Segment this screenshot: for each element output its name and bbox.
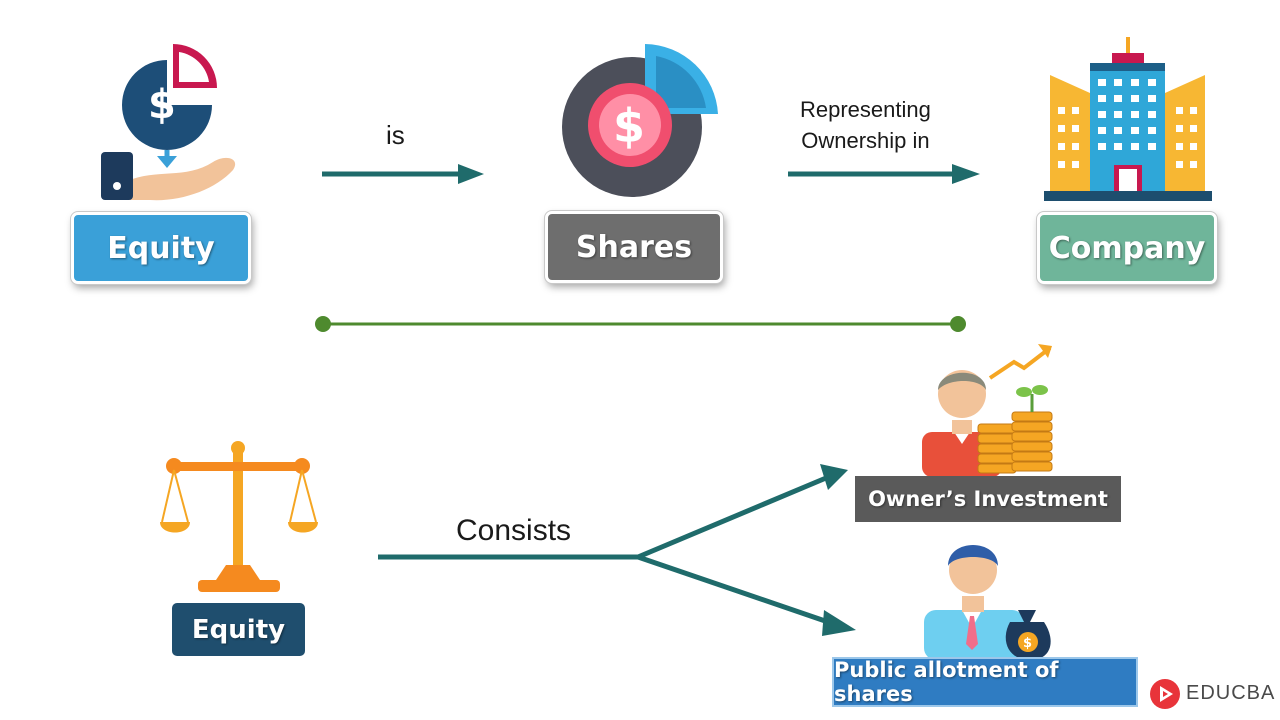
divider-line: [315, 316, 966, 332]
public-allotment-label: Public allotment of shares: [834, 658, 1059, 706]
representing-arrow: [788, 164, 980, 184]
equity-label: Equity: [107, 230, 215, 266]
svg-text:$: $: [1023, 636, 1032, 651]
educba-logo-icon: [1150, 679, 1180, 709]
bottom-equity-box: Equity: [172, 603, 305, 656]
edge-label-representing-line1: Representing: [800, 97, 931, 122]
is-arrow: [322, 164, 484, 184]
bottom-equity-label: Equity: [191, 614, 286, 645]
owners-investment-box: Owner’s Investment: [855, 476, 1121, 522]
office-building-icon: [1044, 37, 1212, 201]
shares-label: Shares: [575, 229, 693, 265]
edge-label-is: is: [386, 120, 405, 150]
svg-text:$: $: [148, 82, 176, 128]
public-allotment-box: Public allotment of shares: [832, 657, 1138, 707]
owners-investment-label: Owner’s Investment: [868, 487, 1108, 511]
edge-label-representing: Representing Ownership in: [800, 94, 931, 156]
consists-arrows: [378, 464, 856, 636]
dollar-pie-chart-icon: $: [562, 44, 718, 197]
company-label: Company: [1048, 230, 1206, 266]
equity-box: Equity: [71, 212, 251, 284]
balance-scale-icon: [160, 441, 318, 592]
edge-label-consists: Consists: [456, 514, 572, 547]
money-hand-pie-icon: $: [101, 44, 236, 201]
edge-label-representing-line2: Ownership in: [801, 128, 930, 153]
investor-coins-icon: [922, 344, 1053, 477]
svg-text:$: $: [613, 99, 645, 153]
brand-name: EDUCBA: [1186, 682, 1276, 704]
businessman-moneybag-icon: $: [924, 545, 1051, 660]
shares-box: Shares: [545, 211, 723, 283]
company-box: Company: [1037, 212, 1217, 284]
